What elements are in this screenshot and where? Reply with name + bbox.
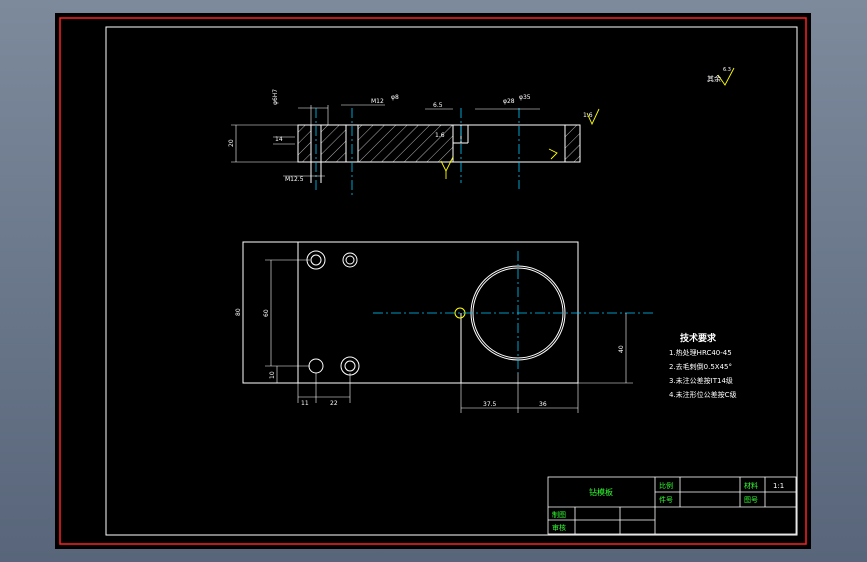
hole-top-right-outer bbox=[342, 252, 358, 268]
dim-phi35: φ35 bbox=[519, 94, 531, 101]
part-name: 钻模板 bbox=[589, 487, 613, 497]
front-centerlines bbox=[373, 251, 655, 373]
top-centerlines bbox=[315, 108, 520, 197]
scale-label: 比例 bbox=[659, 481, 673, 490]
tech-req-item-1: 1.热处理HRC40-45 bbox=[669, 348, 732, 357]
dim-37-5: 37.5 bbox=[483, 401, 497, 408]
dim-80: 80 bbox=[235, 308, 242, 316]
outer-frame bbox=[59, 17, 807, 545]
dim-36: 36 bbox=[539, 401, 547, 408]
hole-bottom-right-outer bbox=[340, 356, 360, 376]
dim-1-6a: 1.6 bbox=[435, 132, 445, 139]
hatch-left bbox=[297, 124, 312, 163]
dim-6-5: 6.5 bbox=[433, 102, 443, 109]
tech-requirements: 技术要求 1.热处理HRC40-45 2.去毛刺倒0.5X45° 3.未注公差按… bbox=[669, 332, 737, 399]
dim-phi6: φ6H7 bbox=[272, 89, 279, 105]
roughness-note: 其余 6.3 bbox=[707, 67, 731, 83]
roughness-symbols bbox=[440, 67, 735, 179]
dim-11: 11 bbox=[301, 400, 309, 407]
hatch-mid bbox=[320, 124, 347, 163]
hatch-right bbox=[564, 124, 581, 163]
dim-10: 10 bbox=[269, 371, 276, 379]
dim-14: 14 bbox=[275, 136, 283, 143]
dim-phi28: φ28 bbox=[503, 98, 515, 105]
front-dimension-text: 80 60 10 11 22 40 37.5 36 bbox=[235, 308, 625, 408]
top-section-view bbox=[297, 124, 581, 183]
front-dimension-lines bbox=[242, 242, 633, 413]
dim-22: 22 bbox=[330, 400, 338, 407]
dim-m12-5: M12.5 bbox=[285, 176, 304, 183]
inner-border bbox=[105, 26, 798, 536]
dim-40: 40 bbox=[618, 345, 625, 353]
title-block bbox=[547, 476, 797, 535]
sheet-label: 件号 bbox=[659, 495, 673, 504]
dim-20: 20 bbox=[228, 139, 235, 147]
dim-60: 60 bbox=[263, 309, 270, 317]
plan-outline bbox=[242, 241, 579, 384]
tech-req-item-3: 3.未注公差按IT14级 bbox=[669, 376, 733, 385]
tech-req-item-4: 4.未注形位公差按C级 bbox=[669, 390, 737, 399]
tech-req-item-2: 2.去毛刺倒0.5X45° bbox=[669, 362, 732, 371]
title-block-text: 钻模板 比例 材料 1:1 件号 图号 制图 审核 bbox=[552, 481, 784, 532]
designer-label: 制图 bbox=[552, 510, 566, 519]
drawing-no-label: 图号 bbox=[744, 496, 758, 504]
material-label: 材料 bbox=[744, 481, 758, 490]
dim-phi8: φ8 bbox=[391, 94, 399, 101]
hole-top-left-inner bbox=[310, 254, 322, 266]
scale-value: 1:1 bbox=[773, 482, 784, 490]
hole-bottom-right-inner bbox=[344, 360, 356, 372]
hole-top-right-inner bbox=[345, 255, 355, 265]
hole-bottom-left bbox=[308, 358, 324, 374]
roughness-note-value: 6.3 bbox=[723, 67, 731, 73]
roughness-note-text: 其余 bbox=[707, 74, 721, 83]
reviewer-label: 审核 bbox=[552, 523, 566, 532]
front-plan-view bbox=[242, 241, 579, 384]
tech-req-title: 技术要求 bbox=[680, 332, 717, 344]
dim-m12: M12 bbox=[371, 98, 384, 105]
hatch-main bbox=[357, 124, 454, 163]
top-dimension-lines bbox=[231, 104, 540, 177]
cad-drawing: φ6H7 M12 φ8 6.5 φ28 φ35 1.6 1.6 20 14 M1… bbox=[59, 17, 807, 545]
drawing-sheet: φ6H7 M12 φ8 6.5 φ28 φ35 1.6 1.6 20 14 M1… bbox=[55, 13, 811, 549]
